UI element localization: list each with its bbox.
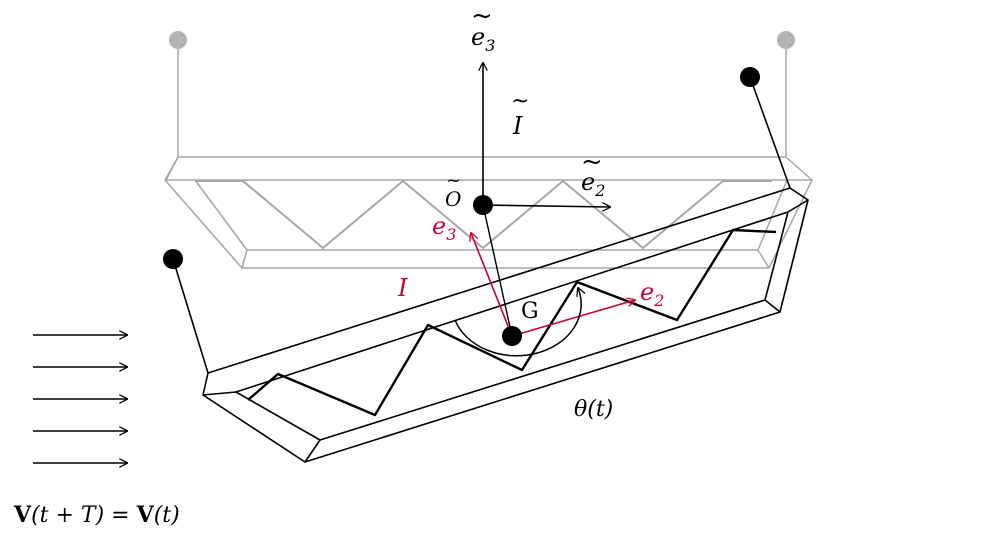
rotation-arc xyxy=(454,288,581,357)
label-origin-tilde-mark: ~ xyxy=(446,170,461,191)
label-e3: e3 xyxy=(432,212,456,244)
label-e2-tilde-mark: ~ xyxy=(581,147,603,177)
reference-body xyxy=(164,31,813,269)
axis-e3 xyxy=(471,233,513,337)
label-e2-tilde: e2 xyxy=(581,168,605,200)
center-of-mass-point xyxy=(502,326,522,346)
label-e2: e2 xyxy=(640,278,664,310)
label-e3-tilde: e3 xyxy=(471,23,495,55)
ghost-zigzag xyxy=(195,180,772,249)
label-angle: θ(t) xyxy=(574,397,613,422)
fixed-frame xyxy=(473,63,610,337)
ghost-box-inner xyxy=(165,156,812,269)
flow-arrows xyxy=(33,335,127,463)
label-frame: I xyxy=(397,274,408,302)
label-center-of-mass: G xyxy=(521,299,539,324)
label-frame-tilde-mark: ~ xyxy=(511,89,529,114)
frame-link xyxy=(482,204,513,337)
axis-e2 xyxy=(511,300,635,337)
label-velocity-equation: V(t + T) = V(t) xyxy=(13,502,180,528)
label-origin-tilde: O xyxy=(445,187,461,211)
hanger-right xyxy=(749,76,791,189)
body-bevels xyxy=(202,199,809,463)
ghost-anchor-left xyxy=(169,31,187,49)
axis-e2-tilde xyxy=(482,205,610,207)
anchor-right xyxy=(740,67,760,87)
swimmer-body xyxy=(163,67,809,463)
hanger-left xyxy=(172,258,209,374)
body-frame xyxy=(454,233,635,357)
ghost-anchor-right xyxy=(777,31,795,49)
label-e3-tilde-mark: ~ xyxy=(471,1,493,31)
swimmer-zigzag xyxy=(247,228,777,417)
anchor-left xyxy=(163,249,183,269)
origin-point xyxy=(473,195,493,215)
label-frame-tilde: I xyxy=(512,112,523,140)
